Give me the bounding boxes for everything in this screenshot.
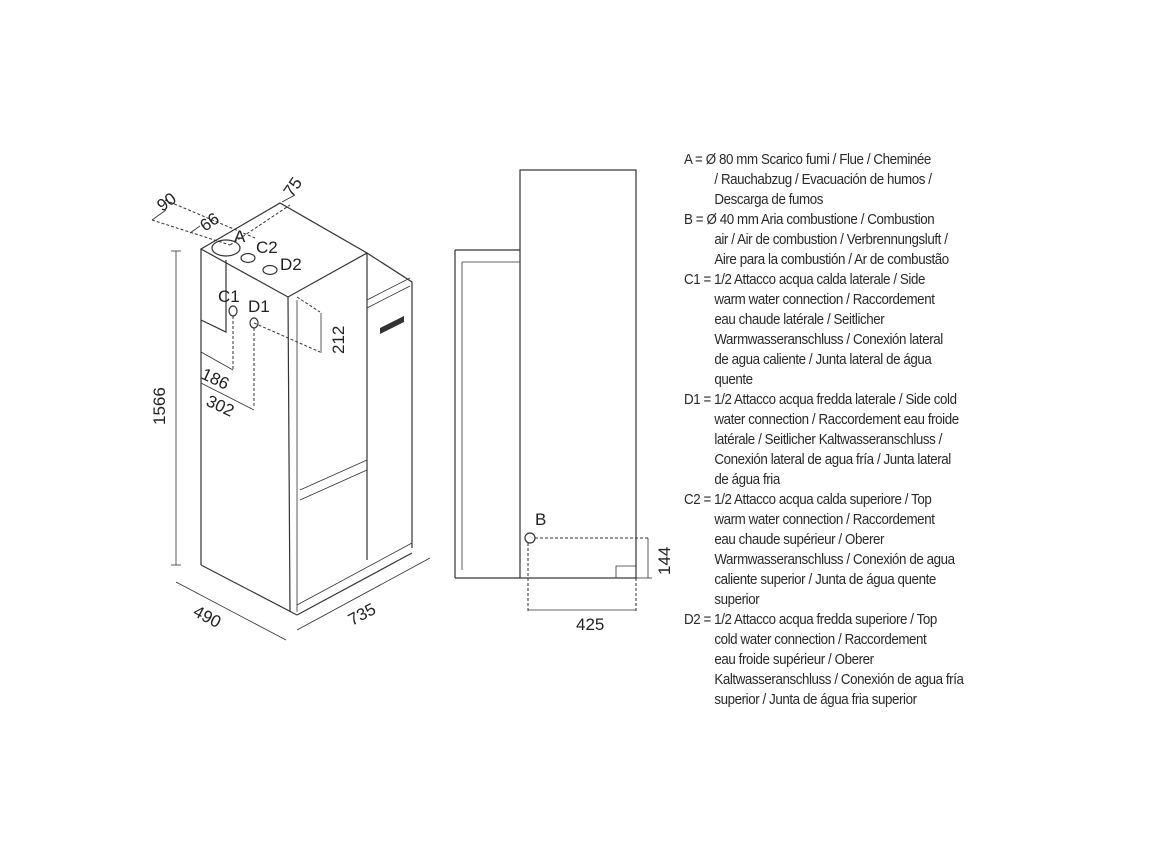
legend-line: Conexión lateral de agua fría / Junta la… [714, 452, 951, 468]
dim-735 [296, 557, 431, 631]
legend-line: / Rauchabzug / Evacuación de humos / [714, 172, 932, 188]
legend-line: de agua caliente / Junta lateral de água [714, 352, 932, 368]
dim-490-label: 490 [190, 602, 224, 632]
legend-line: superior [714, 592, 760, 608]
legend-line: Kaltwasseranschluss / Conexión de agua f… [714, 672, 964, 688]
legend-line: Warmwasseranschluss / Conexión de agua [714, 552, 955, 568]
legend-line: Descarga de fumos [714, 192, 823, 208]
legend-line: C2 = 1/2 Attacco acqua calda superiore /… [684, 492, 932, 508]
dim-line [281, 194, 296, 203]
legend-line: D2 = 1/2 Attacco acqua fredda superiore … [684, 612, 937, 628]
dim-75-label: 75 [280, 174, 306, 200]
dim-1566-label: 1566 [150, 387, 169, 425]
brand-badge [380, 316, 404, 334]
legend-line: superior / Junta de água fria superior [714, 692, 917, 708]
legend-line: eau froide supérieur / Oberer [714, 652, 874, 668]
front-recess [200, 260, 227, 333]
dim-186 [200, 351, 234, 371]
isometric-view: A C2 D2 C1 D1 90 66 75 212 186 302 1566 … [150, 174, 431, 641]
connection-C2 [240, 252, 256, 264]
dim-66-label: 66 [196, 209, 222, 235]
dim-186-label: 186 [198, 364, 232, 393]
side-panel-line [366, 285, 411, 309]
label-C1: C1 [218, 287, 240, 306]
legend-item-c1: C1 = 1/2 Attacco acqua calda laterale / … [684, 270, 1014, 390]
legend-item-d2: D2 = 1/2 Attacco acqua fredda superiore … [684, 610, 1014, 710]
legend-line: Warmwasseranschluss / Conexión lateral [714, 332, 943, 348]
legend-line: C1 = 1/2 Attacco acqua calda laterale / … [684, 272, 925, 288]
side-view-body [519, 169, 637, 579]
legend-line: de água fria [714, 472, 780, 488]
legend-line: D1 = 1/2 Attacco acqua fredda laterale /… [684, 392, 957, 408]
legend-line: warm water connection / Raccordement [714, 292, 935, 308]
connection-D2 [262, 264, 278, 276]
label-A: A [234, 227, 246, 246]
door-split-line [299, 459, 368, 491]
dim-line [253, 322, 321, 353]
legend-item-c2: C2 = 1/2 Attacco acqua calda superiore /… [684, 490, 1014, 610]
legend-line: latérale / Seitlicher Kaltwasseranschlus… [714, 432, 942, 448]
legend-line: water connection / Raccordement eau froi… [714, 412, 959, 428]
dim-425-label: 425 [576, 615, 604, 634]
legend-line: eau chaude latérale / Seitlicher [714, 312, 885, 328]
dim-line [151, 209, 167, 221]
legend: A = Ø 80 mm Scarico fumi / Flue / Chemin… [684, 150, 1014, 710]
legend-line: caliente superior / Junta de água quente [714, 572, 936, 588]
dim-490 [175, 581, 287, 641]
side-view-foot [615, 565, 636, 578]
legend-item-b: B = Ø 40 mm Aria combustione / Combustio… [684, 210, 1014, 270]
dim-302-label: 302 [203, 391, 237, 420]
dim-302 [200, 382, 255, 411]
connection-B [524, 532, 536, 544]
dim-line [164, 199, 256, 239]
legend-line: cold water connection / Raccordement [714, 632, 927, 648]
connection-C1 [228, 305, 238, 317]
front-corner-edge [287, 296, 291, 613]
plinth-line [296, 542, 413, 606]
label-B: B [535, 510, 546, 529]
dim-line [296, 296, 321, 313]
legend-line: B = Ø 40 mm Aria combustione / Combustio… [684, 212, 935, 228]
legend-line: quente [714, 372, 753, 388]
legend-line: eau chaude supérieur / Oberer [714, 532, 885, 548]
legend-line: warm water connection / Raccordement [714, 512, 935, 528]
legend-line: air / Air de combustion / Verbrennungslu… [714, 232, 948, 248]
side-panel-line [366, 277, 411, 301]
label-C2: C2 [256, 238, 278, 257]
dim-212-label: 212 [329, 326, 348, 354]
right-bottom-edge [296, 552, 413, 616]
flue-connection-A [211, 239, 241, 257]
side-panel [366, 252, 413, 548]
label-D1: D1 [248, 297, 270, 316]
legend-line: A = Ø 80 mm Scarico fumi / Flue / Chemin… [684, 152, 931, 168]
dim-90-label: 90 [153, 189, 179, 215]
side-view: B 144 425 [454, 169, 674, 634]
dim-144-label: 144 [655, 547, 674, 575]
dim-line [229, 204, 291, 246]
dim-line [189, 225, 201, 234]
legend-item-a: A = Ø 80 mm Scarico fumi / Flue / Chemin… [684, 150, 1014, 210]
dim-735-label: 735 [345, 599, 379, 629]
legend-line: Aire para la combustión / Ar de combustã… [714, 252, 949, 268]
legend-item-d1: D1 = 1/2 Attacco acqua fredda laterale /… [684, 390, 1014, 490]
front-bottom-edge [200, 564, 298, 616]
label-D2: D2 [280, 255, 302, 274]
door-split-line [299, 469, 368, 501]
